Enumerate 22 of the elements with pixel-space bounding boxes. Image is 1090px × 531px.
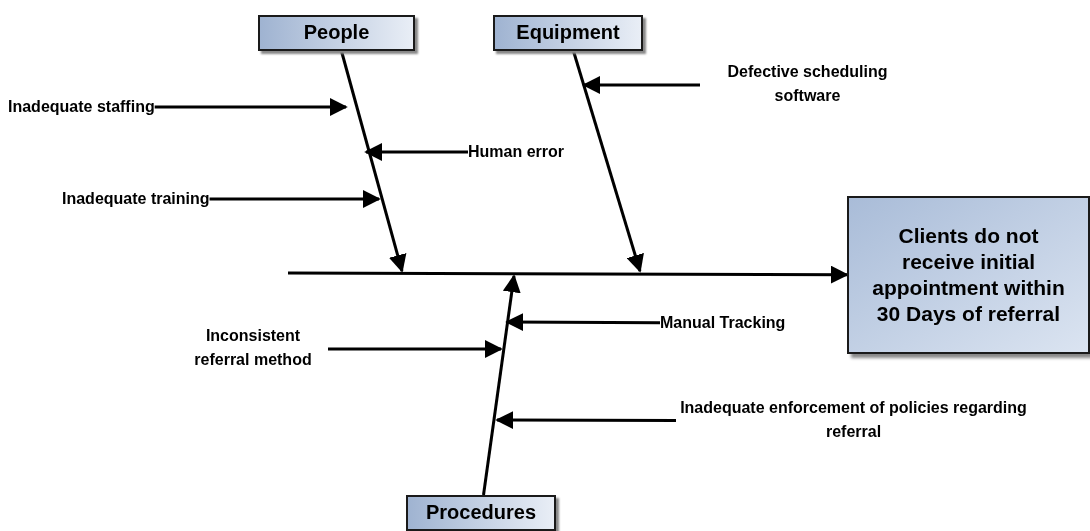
arrow [505,313,660,332]
arrow [582,76,700,94]
cause-label: Defective scheduling software [700,60,915,110]
arrow [364,143,468,161]
cause-label: Inadequate staffing [8,95,155,119]
bone-arrow [340,50,407,273]
category-box: Equipment [493,15,643,51]
spine-arrow [288,265,849,284]
arrow [154,98,348,116]
cause-label: Manual Tracking [660,311,786,335]
cause-label: Inadequate training [62,187,210,211]
arrow [209,190,381,208]
cause-label: Human error [468,140,565,164]
cause-label: Inconsistent referral method [178,324,328,374]
effect-box: Clients do not receive initial appointment within 30 Days of referral [847,196,1090,354]
bone-arrow [482,274,521,496]
category-box: People [258,15,415,51]
arrow [328,340,503,358]
bone-arrow [572,50,644,273]
arrow [495,411,676,430]
category-box: Procedures [406,495,556,531]
cause-label: Inadequate enforcement of policies regarding referral [676,396,1031,446]
